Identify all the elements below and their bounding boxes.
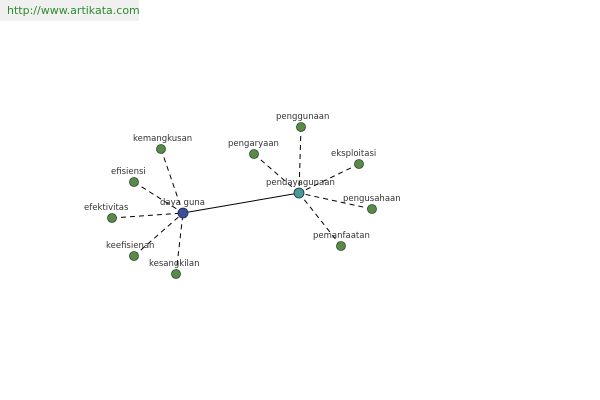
hub-node-dayaguna bbox=[177, 207, 189, 219]
hub-label-dayaguna: daya guna bbox=[160, 198, 205, 208]
edge-eksploitasi bbox=[298, 163, 360, 194]
edge-pengusahaan bbox=[298, 192, 373, 210]
label-efektivitas: efektivitas bbox=[84, 203, 129, 213]
watermark-url: http://www.artikata.com bbox=[7, 4, 140, 17]
node-penggunaan bbox=[296, 122, 306, 132]
hub-label-pendayagunaan: pendayagunaan bbox=[266, 178, 335, 188]
node-efektivitas bbox=[107, 213, 117, 223]
label-keefisienan: keefisienan bbox=[106, 241, 154, 251]
label-pengusahaan: pengusahaan bbox=[343, 194, 401, 204]
node-pengaryaan bbox=[249, 149, 259, 159]
node-kemangkusan bbox=[156, 144, 166, 154]
label-pengaryaan: pengaryaan bbox=[228, 139, 279, 149]
node-efisiensi bbox=[129, 177, 139, 187]
label-eksploitasi: eksploitasi bbox=[331, 149, 376, 159]
edges bbox=[111, 126, 373, 275]
edge-kesangkilan bbox=[175, 212, 184, 275]
label-kemangkusan: kemangkusan bbox=[133, 134, 192, 144]
watermark-banner: http://www.artikata.com bbox=[0, 0, 140, 21]
label-kesangkilan: kesangkilan bbox=[149, 259, 200, 269]
nodes bbox=[107, 122, 377, 279]
labels: kemangkusan efisiensi efektivitas keefisien… bbox=[84, 112, 401, 269]
label-pemanfaatan: pemanfaatan bbox=[313, 231, 370, 241]
node-keefisienan bbox=[129, 251, 139, 261]
label-efisiensi: efisiensi bbox=[111, 167, 146, 177]
hub-node-pendayagunaan bbox=[293, 187, 305, 199]
edge-kemangkusan bbox=[160, 148, 184, 214]
edge-efisiensi bbox=[133, 181, 184, 214]
label-penggunaan: penggunaan bbox=[276, 112, 329, 122]
node-eksploitasi bbox=[354, 159, 364, 169]
hub-edge bbox=[182, 192, 300, 214]
edge-keefisienan bbox=[133, 212, 184, 257]
edge-penggunaan bbox=[298, 126, 302, 194]
node-pengusahaan bbox=[367, 204, 377, 214]
node-kesangkilan bbox=[171, 269, 181, 279]
edge-pengaryaan bbox=[253, 153, 300, 194]
node-pemanfaatan bbox=[336, 241, 346, 251]
edge-pemanfaatan bbox=[298, 192, 342, 247]
edge-efektivitas bbox=[111, 212, 184, 219]
